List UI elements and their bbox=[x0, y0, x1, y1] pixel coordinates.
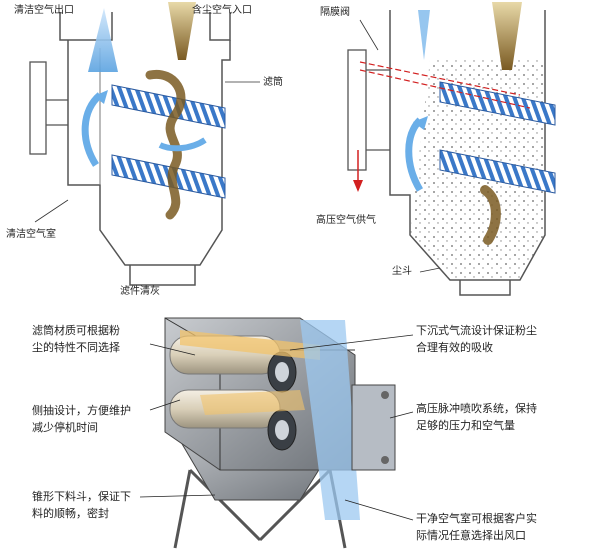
label-filter-cleaning: 滤件清灰 bbox=[120, 286, 160, 297]
bottom-collector-3d bbox=[139, 317, 414, 549]
label-dust-hopper: 尘斗 bbox=[392, 266, 412, 277]
callout-line: 尘的特性不同选择 bbox=[32, 341, 120, 354]
callout-line: 减少停机时间 bbox=[32, 421, 98, 434]
callout-line: 合理有效的吸收 bbox=[416, 341, 493, 354]
callout-side-extraction: 侧抽设计，方便维护 减少停机时间 bbox=[32, 402, 131, 436]
top-right-collector bbox=[347, 2, 556, 296]
callout-line: 干净空气室可根据客户实 bbox=[416, 512, 537, 525]
label-high-pressure-air: 高压空气供气 bbox=[316, 215, 376, 226]
label-dusty-air-inlet: 含尘空气入口 bbox=[192, 5, 252, 16]
callout-clean-air-outlet-option: 干净空气室可根据客户实 际情况任意选择出风口 bbox=[416, 510, 537, 544]
callout-filter-material: 滤筒材质可根据粉 尘的特性不同选择 bbox=[32, 322, 120, 356]
callout-pulse-jet: 高压脉冲喷吹系统，保持 足够的压力和空气量 bbox=[416, 400, 537, 434]
label-filter-cartridge: 滤筒 bbox=[263, 77, 283, 88]
callout-downflow: 下沉式气流设计保证粉尘 合理有效的吸收 bbox=[416, 322, 537, 356]
callout-line: 滤筒材质可根据粉 bbox=[32, 324, 120, 337]
callout-line: 侧抽设计，方便维护 bbox=[32, 404, 131, 417]
top-left-collector bbox=[29, 2, 260, 286]
label-diaphragm-valve: 隔膜阀 bbox=[320, 7, 350, 18]
callout-line: 锥形下料斗，保证下 bbox=[32, 490, 131, 503]
label-clean-air-outlet: 清洁空气出口 bbox=[14, 5, 74, 16]
callout-line: 高压脉冲喷吹系统，保持 bbox=[416, 402, 537, 415]
label-clean-air-chamber: 清洁空气室 bbox=[6, 229, 56, 240]
callout-line: 足够的压力和空气量 bbox=[416, 419, 515, 432]
callout-cone-hopper: 锥形下料斗，保证下 料的顺畅，密封 bbox=[32, 488, 131, 522]
callout-line: 料的顺畅，密封 bbox=[32, 507, 109, 520]
callout-line: 际情况任意选择出风口 bbox=[416, 529, 526, 542]
callout-line: 下沉式气流设计保证粉尘 bbox=[416, 324, 537, 337]
